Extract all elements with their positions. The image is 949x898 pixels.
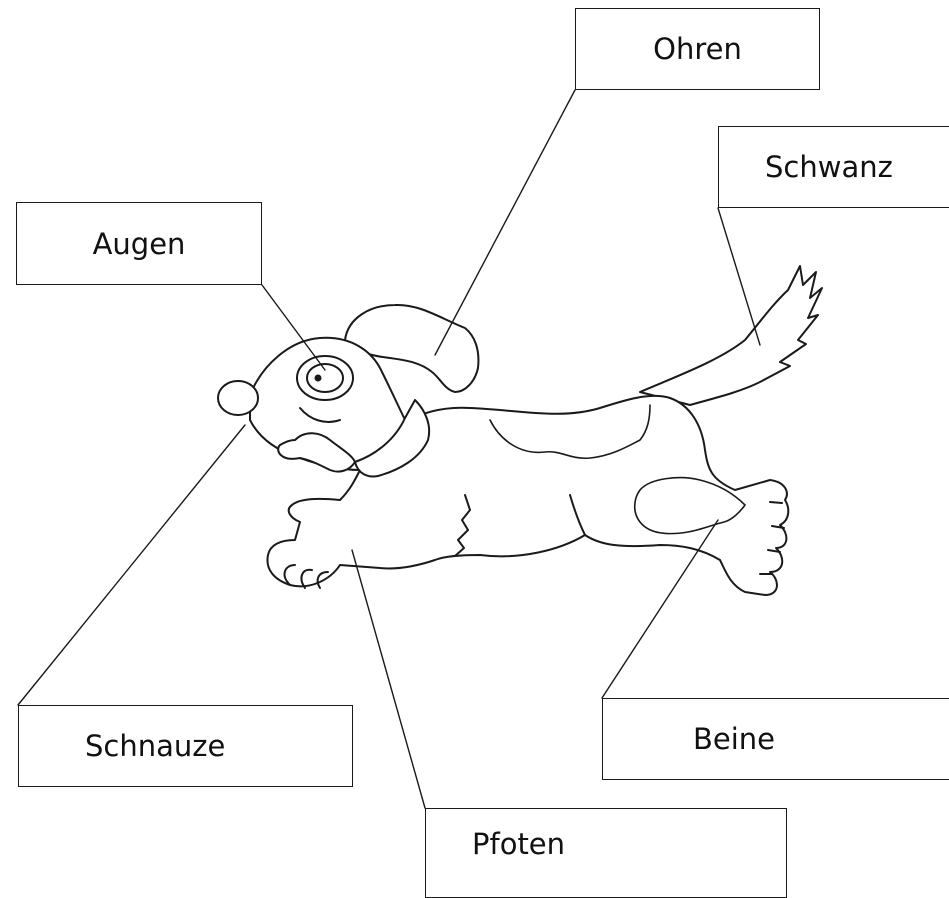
label-ohren-text: Ohren [653, 32, 742, 66]
dog-tail [639, 265, 823, 406]
dog-hind-leg-spot [633, 476, 746, 535]
label-pfoten: Pfoten [425, 808, 787, 898]
leader-line-schwanz [717, 207, 761, 346]
dog-eye-inner [306, 363, 344, 393]
label-schwanz: Schwanz [718, 126, 949, 208]
dog-tongue [277, 432, 356, 473]
label-schnauze: Schnauze [18, 705, 353, 787]
dog-chest-fur [454, 494, 471, 557]
label-augen: Augen [16, 202, 262, 285]
dog-belly-line [569, 494, 586, 536]
dog-mouth [299, 407, 341, 423]
dog-collar [354, 399, 431, 478]
label-ohren: Ohren [575, 8, 820, 90]
leader-line-schnauze [17, 424, 246, 706]
dog-back-paw [759, 501, 785, 575]
label-beine: Beine [602, 698, 949, 780]
leader-line-ohren [434, 89, 576, 356]
label-schwanz-text: Schwanz [765, 150, 893, 184]
label-pfoten-text: Pfoten [472, 827, 566, 861]
label-schnauze-text: Schnauze [85, 729, 226, 763]
leader-line-augen [261, 284, 326, 371]
dog-ear [344, 303, 480, 393]
label-augen-text: Augen [92, 226, 186, 261]
dog-back-spot [489, 404, 651, 460]
leader-line-pfoten [351, 549, 426, 809]
leader-line-beine [601, 519, 719, 699]
dog-front-paw [283, 564, 329, 589]
dog-pupil [314, 374, 322, 382]
label-beine-text: Beine [693, 722, 776, 756]
dog-eye [296, 355, 354, 401]
dog-nose [217, 380, 259, 416]
